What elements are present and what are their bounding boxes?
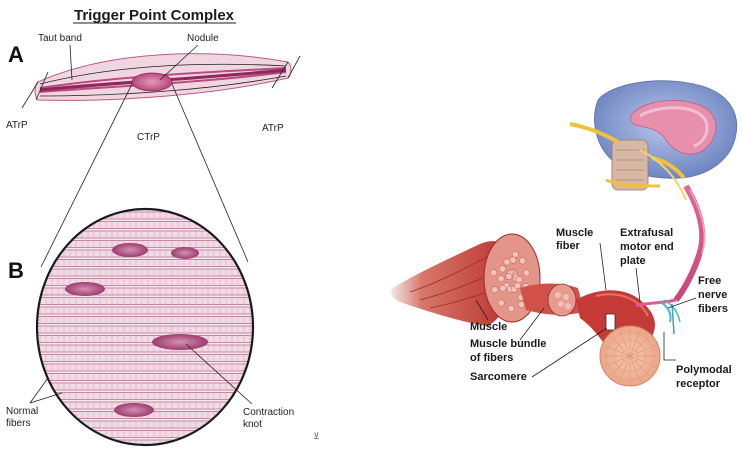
- muscle-fiber-row: [30, 288, 262, 295]
- contraction-knot-label-2: knot: [243, 419, 262, 430]
- contraction-knot: [65, 282, 105, 296]
- polymodal-label-2: receptor: [676, 378, 721, 390]
- normal-fibers-leader: [30, 393, 62, 403]
- normal-fibers-label-1: Normal: [6, 406, 38, 417]
- muscle-fiber-row: [30, 393, 262, 400]
- magnified-fiber-circle: [30, 209, 262, 447]
- muscle-fiber-row: [30, 231, 262, 238]
- muscle-fiber-row: [30, 260, 262, 267]
- end-plate-label-2: motor end: [620, 241, 674, 253]
- muscle-label: Muscle: [470, 321, 507, 333]
- free-nerve-label-2: nerve: [698, 289, 727, 301]
- muscle-fiber-row: [30, 383, 262, 390]
- fiber-cross-section: [600, 326, 660, 386]
- end-plate-label-3: plate: [620, 255, 646, 267]
- muscle-fiber-leader: [600, 243, 606, 290]
- cross-section-lines: [602, 328, 658, 384]
- muscle-fiber-row: [30, 269, 262, 276]
- contraction-knot: [114, 403, 154, 417]
- muscle-fiber-row: [30, 298, 262, 305]
- nodule-label: Nodule: [187, 33, 219, 44]
- contraction-knot: [152, 334, 208, 350]
- free-nerve-label-1: Free: [698, 275, 721, 287]
- atrp-left-label: ATrP: [6, 120, 28, 131]
- muscle-fiber-row: [30, 222, 262, 229]
- sarcomere-label: Sarcomere: [470, 371, 527, 383]
- muscle-fiber-row: [30, 345, 262, 352]
- muscle-fiber-row: [30, 355, 262, 362]
- contraction-knot: [112, 243, 148, 257]
- free-nerve-label-3: fibers: [698, 303, 728, 315]
- polymodal-label-1: Polymodal: [676, 364, 732, 376]
- panel-a-label: A: [8, 42, 24, 67]
- free-nerve-fiber: [660, 302, 671, 322]
- bundle-label-2: of fibers: [470, 352, 513, 364]
- muscle-fiber-row: [30, 374, 262, 381]
- taut-band-label: Taut band: [38, 33, 82, 44]
- muscle-fiber-label-1: Muscle: [556, 227, 593, 239]
- end-plate-label-1: Extrafusal: [620, 227, 673, 239]
- panel-b-label: B: [8, 258, 24, 283]
- muscle-fiber-row: [30, 421, 262, 428]
- muscle-fiber-row: [30, 336, 262, 343]
- polymodal-leader: [664, 332, 676, 360]
- contraction-knot-label-1: Contraction: [243, 407, 294, 418]
- corner-glyph-icon: ⊻: [313, 432, 320, 442]
- whole-muscle: [391, 234, 540, 326]
- muscle-fiber-row: [30, 317, 262, 324]
- muscle-fiber-row: [30, 307, 262, 314]
- muscle-fiber-row: [30, 279, 262, 286]
- end-plate-leader: [636, 268, 640, 302]
- muscle-fiber-label-2: fiber: [556, 240, 581, 252]
- muscle-nerve-diagram: Muscle fiber Extrafusal motor end plate …: [391, 81, 737, 390]
- normal-fibers-leader: [30, 378, 48, 403]
- sarcomere-leader: [532, 328, 607, 377]
- atrp-right-label: ATrP: [262, 123, 284, 134]
- muscle-fiber-row: [30, 326, 262, 333]
- ctrp-label: CTrP: [137, 132, 160, 143]
- muscle-fiber-row: [30, 431, 262, 438]
- diagram-title: Trigger Point Complex: [74, 7, 235, 24]
- taut-band-spindle: [22, 54, 300, 108]
- normal-fibers-label-2: fibers: [6, 418, 30, 429]
- trigger-point-complex-diagram: Trigger Point Complex A Taut band Nodule…: [6, 7, 320, 447]
- nodule: [132, 73, 172, 91]
- bundle-label-1: Muscle bundle: [470, 338, 546, 350]
- sarcomere-box: [606, 314, 615, 330]
- muscle-fiber-row: [30, 364, 262, 371]
- contraction-knot: [171, 247, 199, 259]
